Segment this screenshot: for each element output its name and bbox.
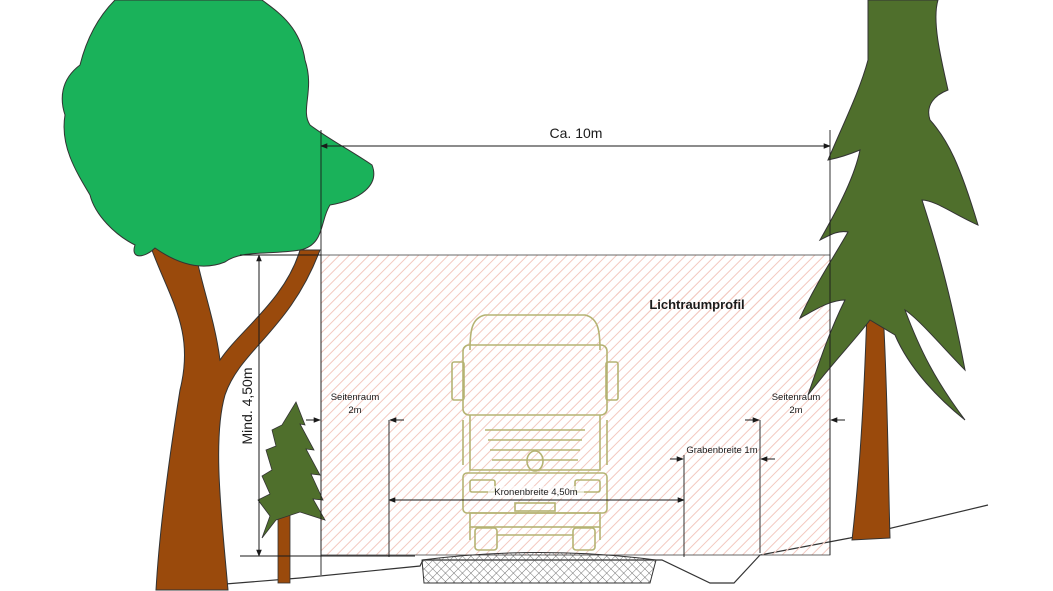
- side-left-label: Seitenraum: [331, 392, 380, 403]
- broadleaf-crown: [61, 0, 375, 267]
- road-body: [421, 552, 657, 584]
- profile-title: Lichtraumprofil: [649, 297, 744, 312]
- conifer-crown: [798, 0, 979, 421]
- broadleaf-trunk: [149, 244, 321, 591]
- truck-outline: [451, 314, 619, 551]
- height-label: Mind. 4,50m: [239, 367, 255, 444]
- width-label: Ca. 10m: [550, 125, 603, 141]
- profile-label-box: [616, 290, 776, 320]
- crown-label-bg: [488, 486, 584, 498]
- ditch-label: Grabenbreite 1m: [686, 445, 757, 456]
- conifer-trunk: [851, 309, 891, 541]
- side-right-label: Seitenraum: [772, 392, 821, 403]
- small-conifer: [257, 401, 326, 584]
- side-left-width: 2m: [348, 405, 361, 416]
- side-right-width: 2m: [789, 405, 802, 416]
- crown-label: Kronenbreite 4,50m: [494, 487, 578, 498]
- extension-lines: [240, 130, 831, 575]
